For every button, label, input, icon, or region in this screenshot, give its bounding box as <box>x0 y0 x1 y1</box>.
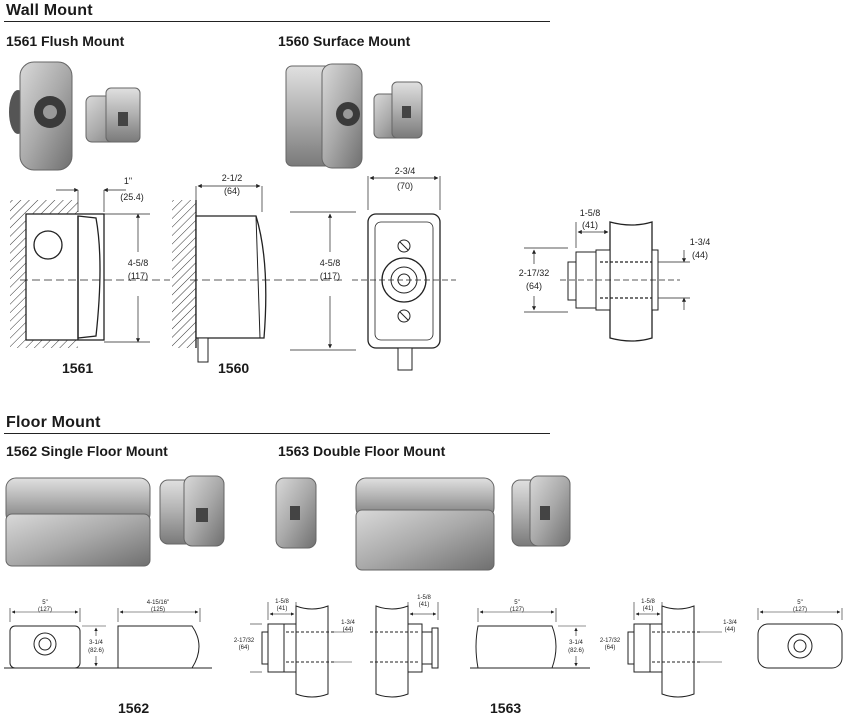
dim-1560-width: 2-3/4 <box>395 166 416 176</box>
photo-1562-armature <box>159 475 225 547</box>
drawing-1563-door-center <box>370 602 439 698</box>
photo-1561-holder <box>9 61 73 171</box>
dim-1563-left-height: 2-17/32 <box>234 638 255 644</box>
drawing-armature-detail <box>524 221 690 342</box>
dim-1562-width-mm: (127) <box>38 607 52 613</box>
dim-1563-left-spacing: 1-3/4 <box>341 620 355 626</box>
photo-1560-holder <box>285 63 363 169</box>
dim-armature-height-mm: (64) <box>526 281 542 291</box>
dim-1563-center-depth-mm: (41) <box>419 602 430 608</box>
photo-1563-armature-left <box>275 477 317 549</box>
dim-1561-height-mm: (117) <box>128 271 148 281</box>
dim-1563-width: 5" <box>514 600 519 606</box>
drawing-1563-holder-front <box>757 608 843 669</box>
photo-1563-holder <box>355 477 495 571</box>
drawing-1563-holder-side <box>470 608 590 669</box>
dim-1562-depth: 4-15/16" <box>147 600 169 606</box>
dim-1563-left-height-mm: (64) <box>239 645 250 651</box>
dim-1563-front-width: 5" <box>797 600 802 606</box>
dim-1560-height-mm: (117) <box>320 271 340 281</box>
drawing-1560-front <box>352 175 456 371</box>
dim-armature-height: 2-17/32 <box>519 268 550 278</box>
model-label-1560: 1560 <box>218 360 250 376</box>
dim-1563-right-spacing-mm: (44) <box>725 627 736 633</box>
dim-1560-height: 4-5/8 <box>320 258 341 268</box>
dim-1560-width-mm: (70) <box>397 181 413 191</box>
dim-1562-width: 5" <box>42 600 47 606</box>
surface-mount-title: 1560 Surface Mount <box>278 33 411 49</box>
dim-1560-depth: 2-1/2 <box>222 173 243 183</box>
wall-mount-rule <box>4 21 550 22</box>
dim-1561-depth: 1" <box>124 176 132 186</box>
dim-armature-spacing-mm: (44) <box>692 250 708 260</box>
photo-1560-armature <box>373 81 423 139</box>
drawing-1562-front <box>4 608 110 669</box>
dim-1563-left-depth: 1-5/8 <box>275 599 289 605</box>
dim-1562-depth-mm: (125) <box>151 607 165 613</box>
drawing-1563-door-left <box>250 602 352 698</box>
dim-armature-spacing: 1-3/4 <box>690 237 711 247</box>
model-label-1561: 1561 <box>62 360 94 376</box>
dim-1563-height-mm: (82.6) <box>568 648 584 654</box>
photo-1562-holder <box>5 477 151 567</box>
dim-1563-right-spacing: 1-3/4 <box>723 620 737 626</box>
floor-mount-heading: Floor Mount <box>6 414 101 431</box>
dim-1563-right-height-mm: (64) <box>605 645 616 651</box>
dim-1562-height-mm: (82.6) <box>88 648 104 654</box>
single-floor-mount-title: 1562 Single Floor Mount <box>6 443 168 459</box>
dim-1563-right-depth: 1-5/8 <box>641 599 655 605</box>
dim-1562-height: 3-1/4 <box>89 640 103 646</box>
double-floor-mount-title: 1563 Double Floor Mount <box>278 443 446 459</box>
dim-1563-right-depth-mm: (41) <box>643 606 654 612</box>
dim-1563-right-height: 2-17/32 <box>600 638 621 644</box>
dim-1563-left-depth-mm: (41) <box>277 606 288 612</box>
floor-mount-rule <box>4 433 550 434</box>
model-label-1563: 1563 <box>490 700 522 716</box>
dim-1563-left-spacing-mm: (44) <box>343 627 354 633</box>
dim-1563-width-mm: (127) <box>510 607 524 613</box>
dim-armature-depth-mm: (41) <box>582 220 598 230</box>
photo-1563-armature-right <box>511 475 571 547</box>
drawing-1562-side <box>110 608 212 669</box>
drawing-1563-door-right <box>627 602 722 698</box>
wall-mount-heading: Wall Mount <box>6 2 93 19</box>
dim-armature-depth: 1-5/8 <box>580 208 601 218</box>
flush-mount-title: 1561 Flush Mount <box>6 33 125 49</box>
model-label-1562: 1562 <box>118 700 150 716</box>
dim-1563-height: 3-1/4 <box>569 640 583 646</box>
drawing-1560-side <box>172 183 356 363</box>
dim-1561-depth-mm: (25.4) <box>120 192 144 202</box>
drawing-1561 <box>10 187 170 348</box>
dim-1561-height: 4-5/8 <box>128 258 149 268</box>
dim-1563-front-width-mm: (127) <box>793 607 807 613</box>
photo-1561-armature <box>85 87 141 143</box>
dim-1560-depth-mm: (64) <box>224 186 240 196</box>
dim-1563-center-depth: 1-5/8 <box>417 595 431 601</box>
